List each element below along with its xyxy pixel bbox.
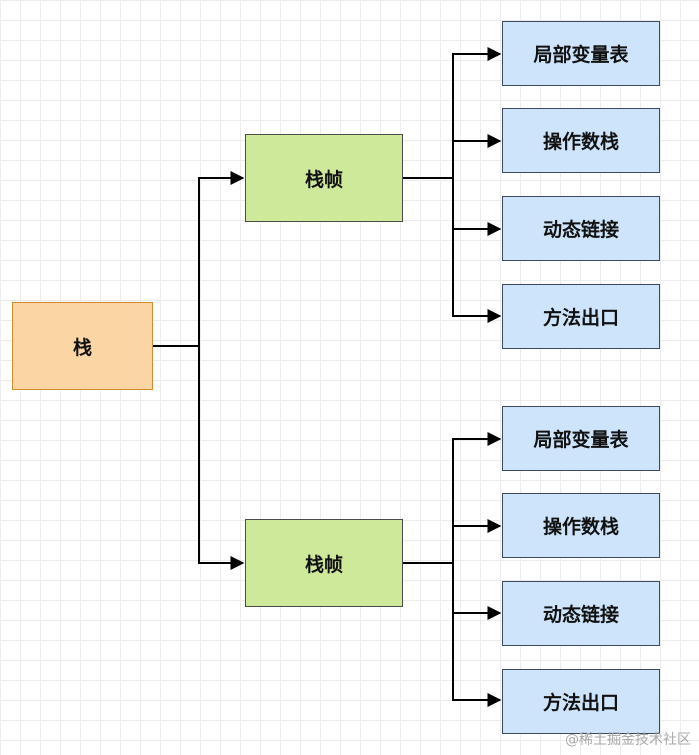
operand-stack-node-2[interactable]: 操作数栈 (502, 493, 660, 558)
operand-stack-node-1[interactable]: 操作数栈 (502, 108, 660, 173)
watermark: @稀土掘金技术社区 (565, 732, 691, 748)
edge-frame1-leaf-4 (452, 229, 502, 323)
edge-root-frame-1 (153, 171, 245, 347)
local-variable-table-node-1[interactable]: 局部变量表 (502, 21, 660, 86)
dynamic-linking-node-2[interactable]: 动态链接 (502, 581, 660, 646)
edge-frame1-leaf-3 (452, 178, 502, 236)
edge-frame2-leaf-3 (452, 563, 502, 620)
edge-root-frame-2 (198, 346, 245, 570)
dynamic-linking-node-1[interactable]: 动态链接 (502, 196, 660, 261)
local-variable-table-node-2[interactable]: 局部变量表 (502, 406, 660, 471)
stack-frame-node-2[interactable]: 栈帧 (245, 519, 403, 607)
edge-frame1-leaf-1 (452, 47, 502, 178)
method-exit-node-2[interactable]: 方法出口 (502, 669, 660, 734)
stack-frame-node-1[interactable]: 栈帧 (245, 134, 403, 222)
stack-node[interactable]: 栈 (12, 302, 153, 390)
edge-frame2-leaf-4 (452, 613, 502, 707)
edge-frame2-leaf-1 (452, 432, 502, 563)
method-exit-node-1[interactable]: 方法出口 (502, 284, 660, 349)
